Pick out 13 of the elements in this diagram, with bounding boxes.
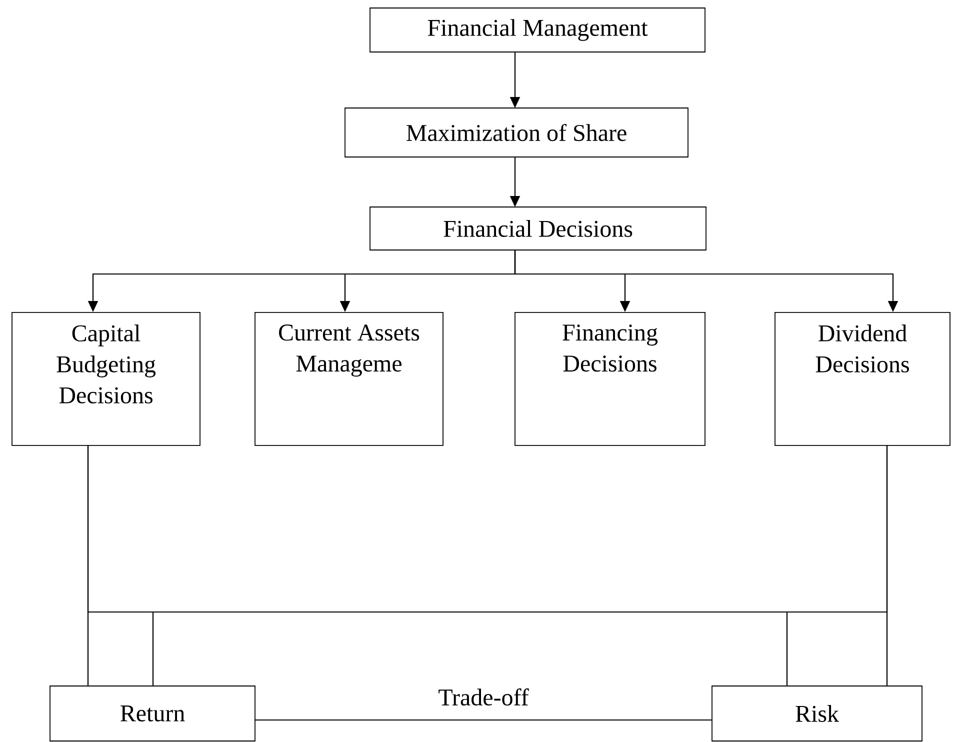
process-box: Current Assets Manageme bbox=[254, 312, 444, 446]
process-box: Financial Management bbox=[370, 8, 706, 52]
process-box: Return bbox=[50, 686, 256, 742]
process-box: Dividend Decisions bbox=[774, 312, 950, 446]
connector-line bbox=[255, 719, 712, 721]
connector-line bbox=[886, 445, 888, 686]
process-box: Financing Decisions bbox=[514, 312, 706, 446]
edge-label: Trade-off bbox=[437, 687, 530, 707]
connector-line bbox=[87, 445, 788, 686]
process-box: Maximization of Share bbox=[344, 108, 688, 158]
process-box: Risk bbox=[712, 686, 922, 742]
process-box: Financial Decisions bbox=[370, 206, 706, 250]
process-box: Capital Budgeting Decisions bbox=[12, 312, 200, 446]
